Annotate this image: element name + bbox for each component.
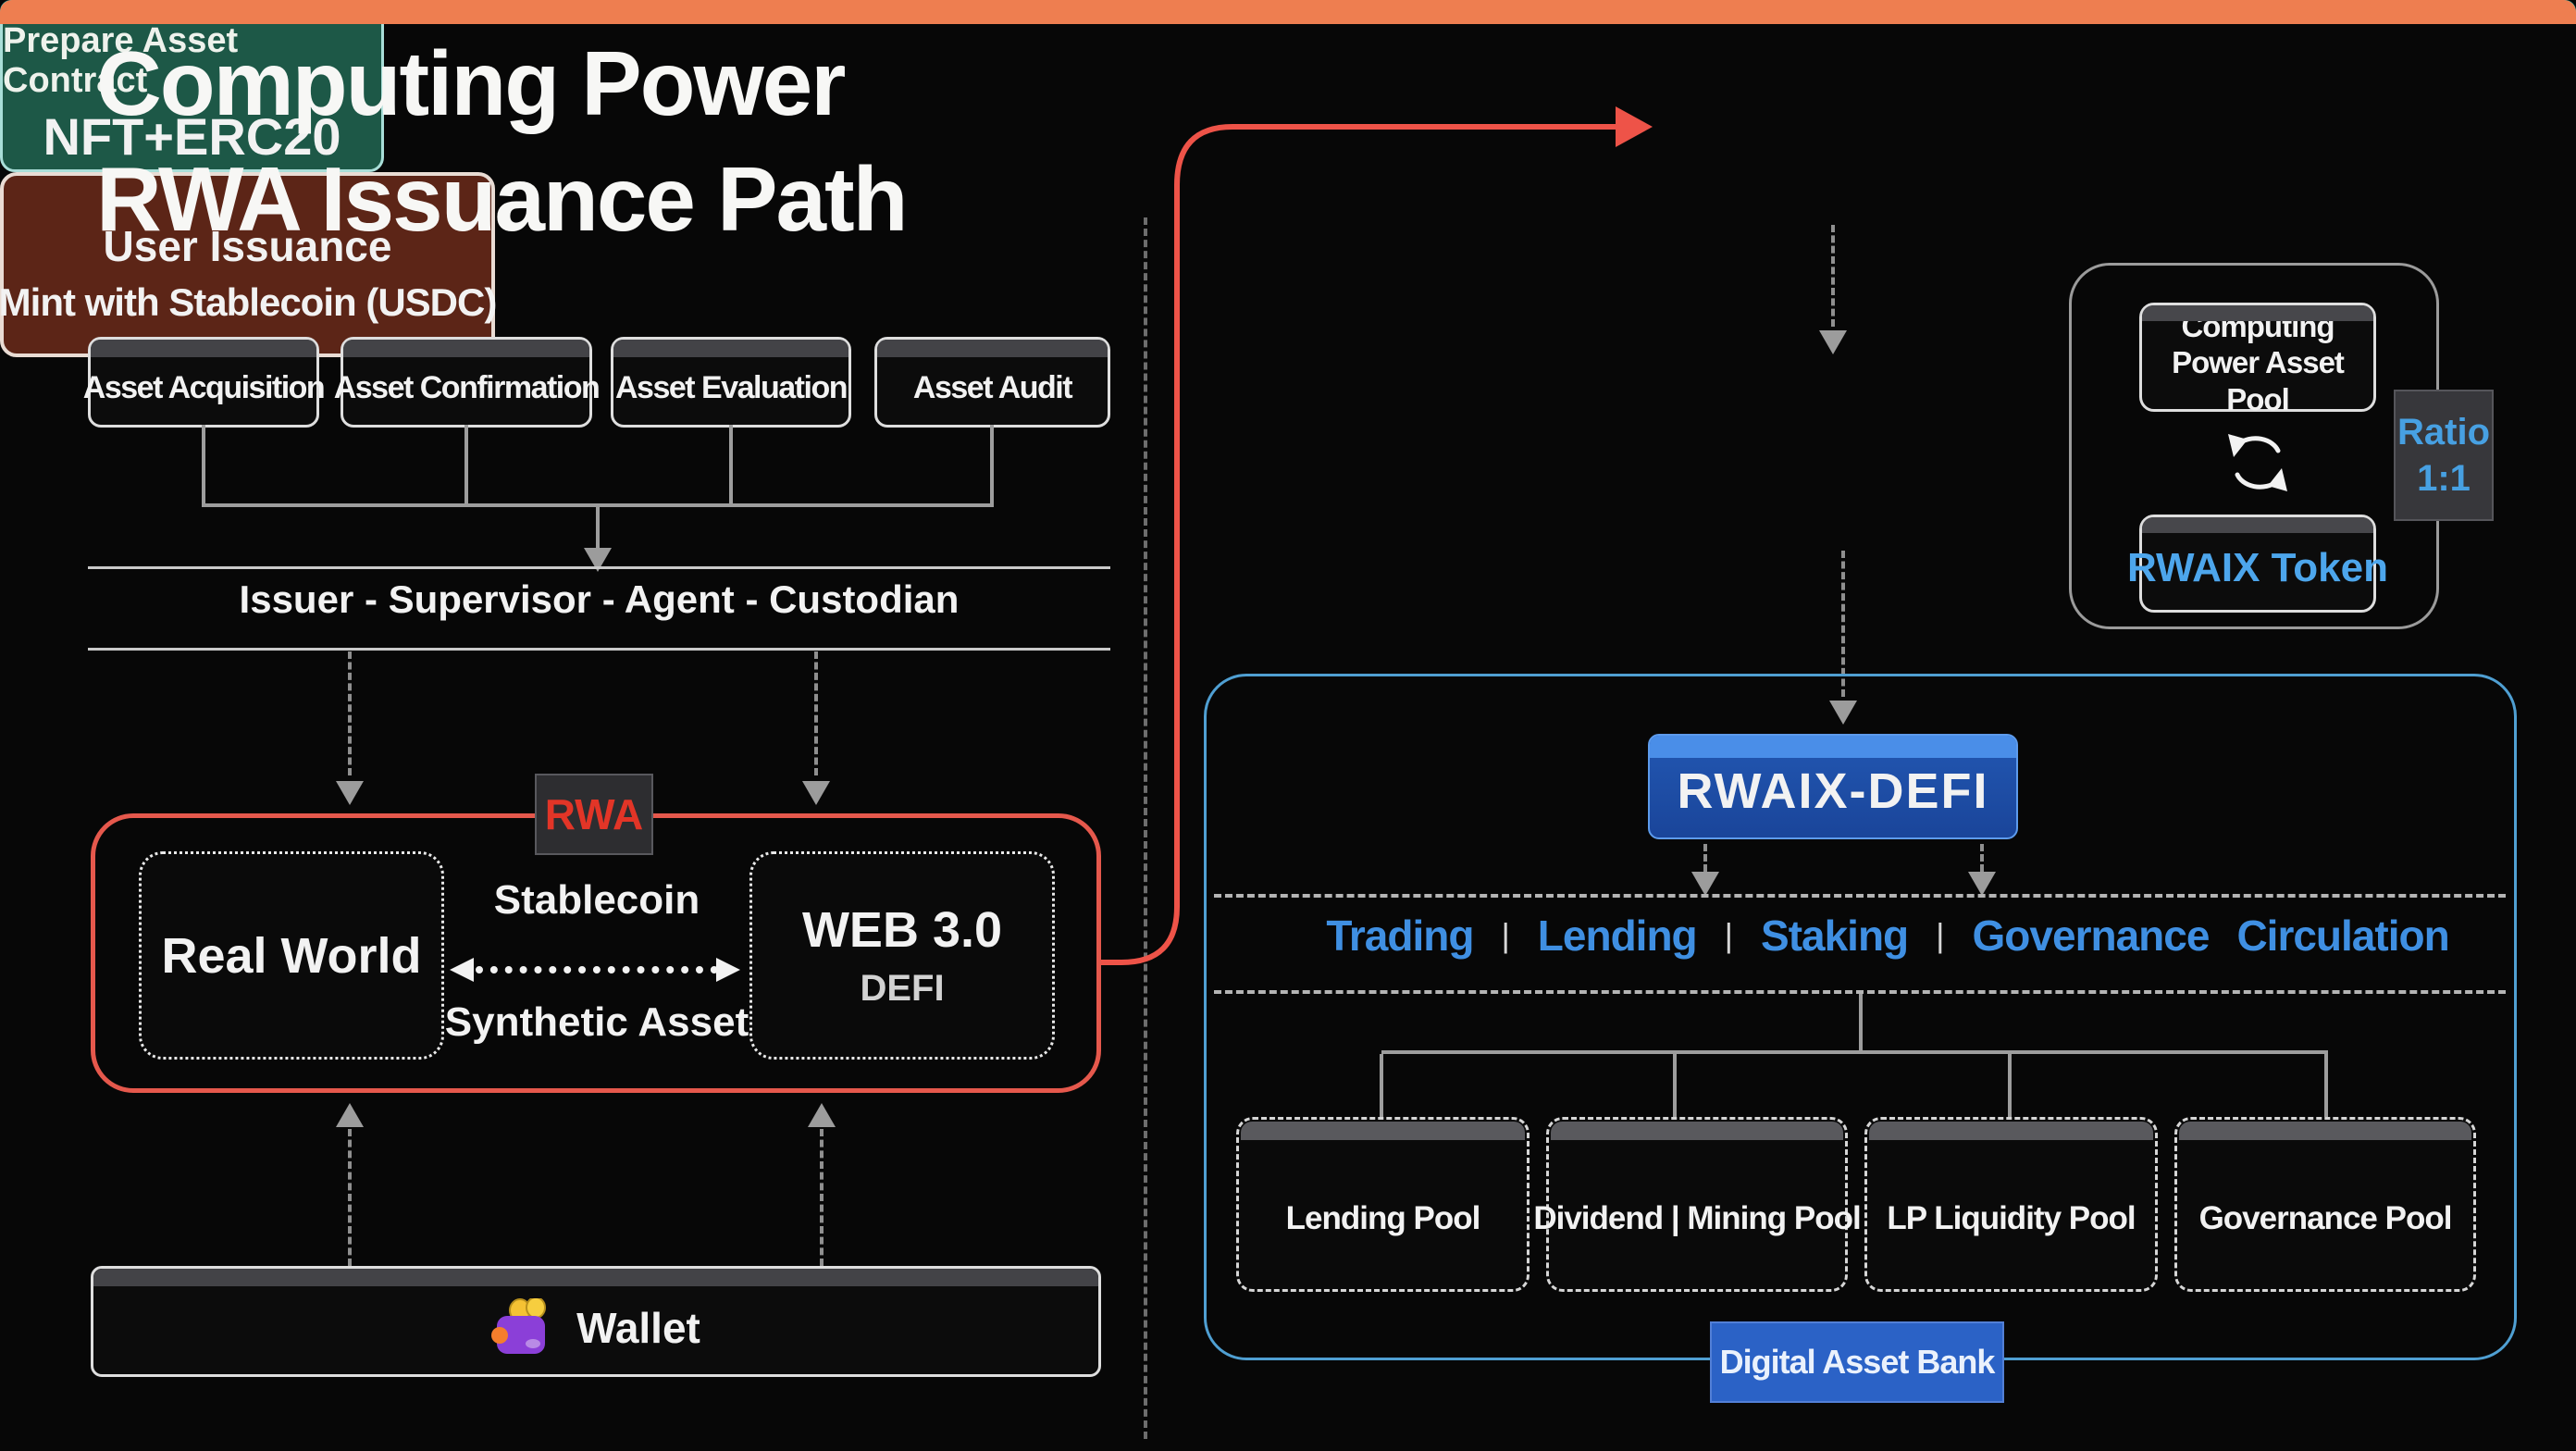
dashed-rule (1214, 894, 2506, 898)
arrow-right-icon (1616, 106, 1653, 147)
rwa-tag: RWA (535, 774, 653, 855)
arrow-down-icon (336, 781, 364, 805)
page-title: Computing Power RWA Issuance Path (96, 26, 909, 258)
step-label: Asset Acquisition (82, 369, 326, 405)
services-row: Trading | Lending | Staking | Governance… (1240, 911, 2535, 961)
page-title-line1: Computing Power (96, 32, 846, 134)
rule-line (88, 566, 1110, 569)
service-lending: Lending (1537, 912, 1698, 960)
step-box-asset-evaluation: Asset Evaluation (611, 337, 851, 428)
prepare-line1: Prepare Asset Contract (3, 20, 239, 100)
pool-label: Dividend | Mining Pool (1533, 1199, 1861, 1236)
wallet-label: Wallet (576, 1304, 700, 1352)
dashed-connector (348, 1129, 352, 1266)
arrow-down-icon (802, 781, 830, 805)
connector-line (2008, 1054, 2012, 1117)
pool-box-governance: Governance Pool (2174, 1117, 2476, 1292)
connector-line (990, 425, 994, 505)
user-issuance-box: User Issuance Mint with Stablecoin (USDC… (0, 172, 497, 357)
dashed-connector (1703, 844, 1707, 872)
prepare-line2: NFT+ERC20 (43, 106, 341, 166)
prepare-contract-box: Prepare Asset Contract NFT+ERC20 (0, 0, 384, 172)
web3-title: WEB 3.0 (801, 902, 1003, 958)
dashed-connector (1980, 844, 1984, 872)
connector-line (596, 507, 600, 552)
issuance-line1: User Issuance (103, 222, 392, 270)
arrow-down-icon (1829, 701, 1857, 725)
web3-subtitle: DEFI (860, 968, 945, 1009)
dashed-connector (814, 651, 818, 775)
pool-label: Governance Pool (2198, 1199, 2453, 1236)
rwaix-defi-box: RWAIX-DEFI (1648, 734, 2018, 839)
double-arrow-line (476, 966, 718, 974)
connector-line (729, 425, 733, 505)
web3-box: WEB 3.0 DEFI (749, 851, 1055, 1060)
swap-icon (2228, 434, 2287, 491)
connector-line (1381, 1050, 2328, 1054)
arrow-right-icon (716, 958, 740, 982)
computing-pool-label: Computing Power Asset Pool (2172, 308, 2345, 416)
bridge-label-synthetic-asset: Synthetic Asset (444, 999, 749, 1045)
dashed-connector (820, 1129, 824, 1266)
service-trading: Trading (1326, 912, 1474, 960)
divider-line (1144, 217, 1147, 1439)
service-staking: Staking (1761, 912, 1909, 960)
service-circulation: Circulation (2236, 912, 2449, 960)
arrow-up-icon (336, 1103, 364, 1127)
real-world-label: Real World (161, 927, 422, 984)
connector-line (2324, 1054, 2328, 1117)
wallet-icon (491, 1298, 547, 1354)
step-label: Asset Confirmation (333, 369, 601, 405)
issuer-band-label: Issuer - Supervisor - Agent - Custodian (239, 577, 960, 621)
ratio-value: 1:1 (2417, 458, 2471, 499)
connector-line (1859, 994, 1863, 1052)
arrow-up-icon (808, 1103, 836, 1127)
ratio-label: Ratio (2397, 412, 2490, 453)
service-separator: | (1501, 916, 1510, 954)
connector-line (1673, 1054, 1677, 1117)
arrow-down-icon (1968, 872, 1996, 896)
dashed-connector (348, 651, 352, 775)
pool-label: LP Liquidity Pool (1887, 1199, 2136, 1236)
rwaix-token-label: RWAIX Token (2127, 545, 2388, 590)
digital-asset-bank: Digital Asset Bank (1710, 1321, 2004, 1403)
rule-line (88, 648, 1110, 651)
step-box-asset-audit: Asset Audit (874, 337, 1110, 428)
service-governance: Governance (1972, 912, 2211, 960)
connector-line (202, 425, 205, 505)
pool-box-dividend-mining: Dividend | Mining Pool (1533, 1117, 1862, 1292)
dashed-rule (1214, 990, 2506, 994)
connector-line (202, 503, 994, 507)
computing-pool-box: Computing Power Asset Pool (2139, 303, 2376, 416)
pool-label: Lending Pool (1285, 1199, 1481, 1236)
connector-line (464, 425, 468, 505)
pool-box-lending: Lending Pool (1236, 1117, 1530, 1292)
rwaix-defi-label: RWAIX-DEFI (1677, 763, 1989, 819)
real-world-box: Real World (139, 851, 444, 1060)
step-box-asset-confirmation: Asset Confirmation (334, 337, 601, 428)
arrow-down-icon (1691, 872, 1719, 896)
wallet-box: Wallet (91, 1266, 1101, 1377)
page-title-line2: RWA Issuance Path (96, 148, 909, 251)
ratio-badge: Ratio 1:1 (2394, 390, 2494, 521)
service-separator: | (1724, 916, 1734, 954)
digital-asset-bank-label: Digital Asset Bank (1719, 1343, 1996, 1381)
connector-line (1380, 1054, 1383, 1117)
step-label: Asset Audit (912, 369, 1073, 405)
bridge-label-stablecoin: Stablecoin (493, 877, 700, 923)
dashed-connector (1831, 225, 1835, 327)
arrow-left-icon (450, 958, 474, 982)
rwaix-token-box: RWAIX Token (2127, 515, 2388, 613)
step-box-asset-acquisition: Asset Acquisition (83, 337, 326, 428)
step-label: Asset Evaluation (615, 369, 848, 405)
dashed-connector (1841, 551, 1845, 697)
pool-box-lp-liquidity: LP Liquidity Pool (1864, 1117, 2158, 1292)
issuance-line2: Mint with Stablecoin (USDC) (0, 280, 497, 324)
service-separator: | (1936, 916, 1945, 954)
arrow-down-icon (1819, 330, 1847, 354)
